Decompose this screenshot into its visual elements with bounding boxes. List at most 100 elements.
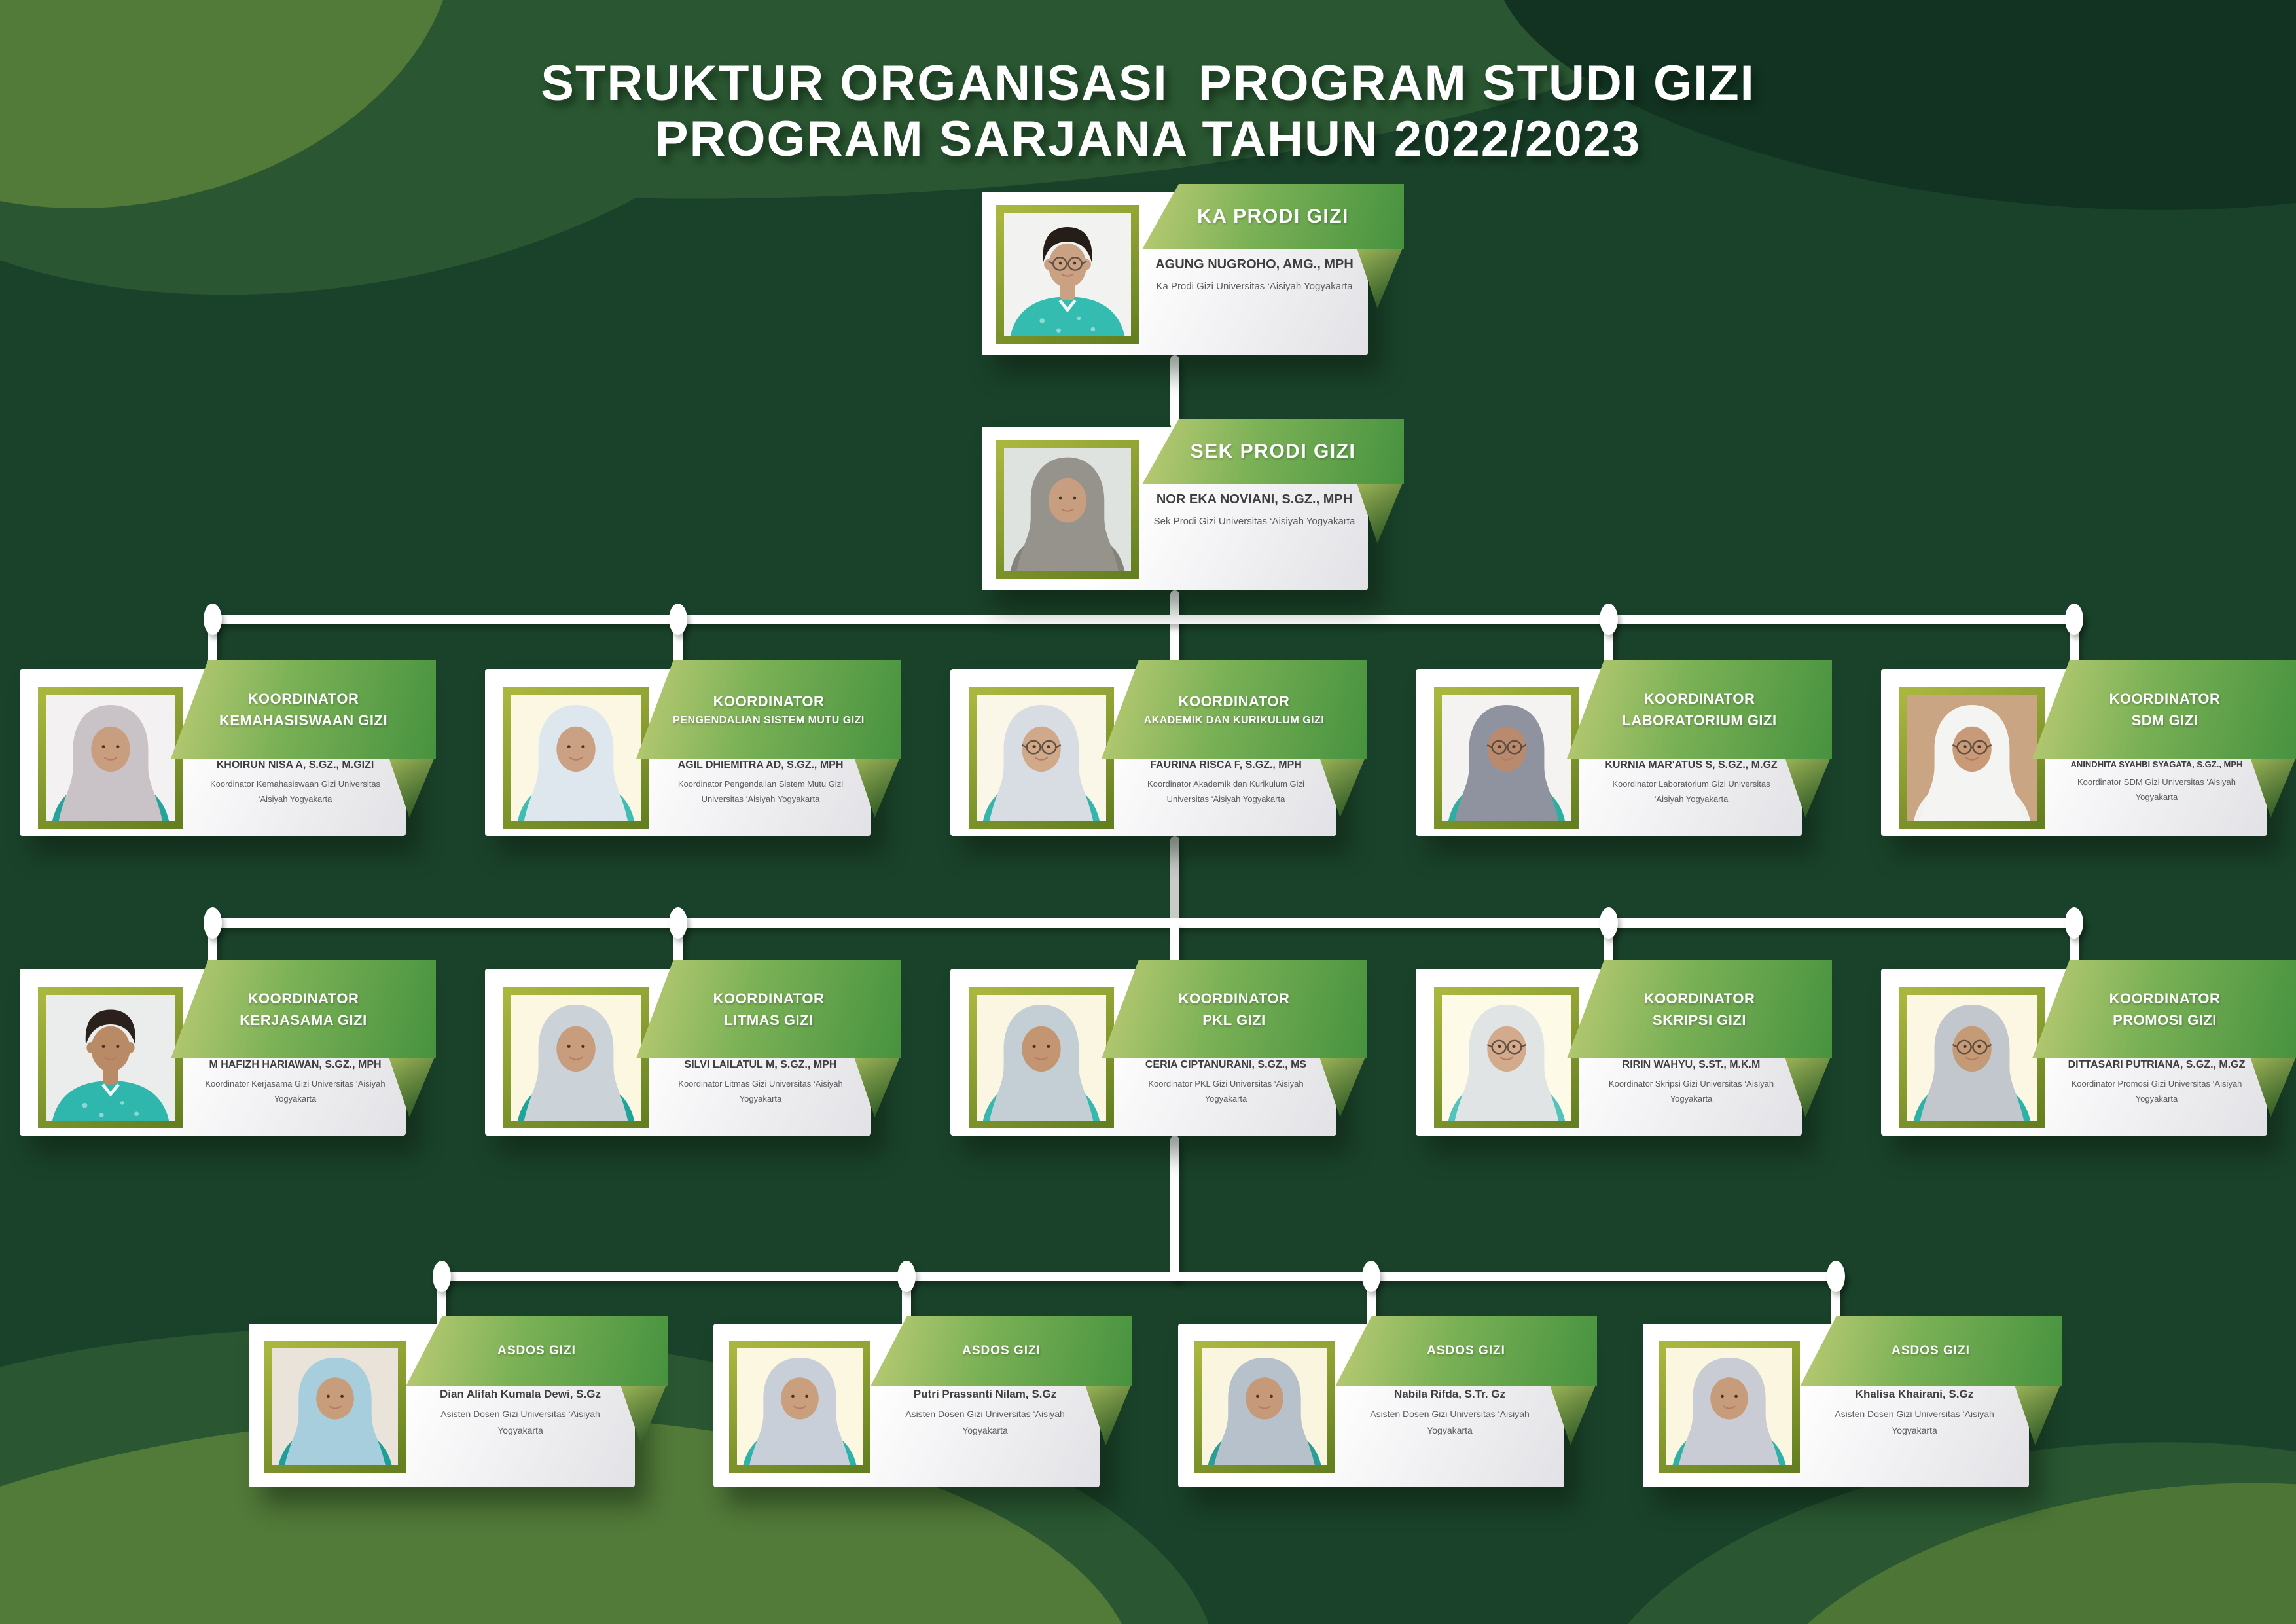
person-info: M HAFIZH HARIAWAN, S.GZ., MPH Koordinato… <box>191 969 399 1136</box>
role-banner-line1: ASDOS GIZI <box>1427 1344 1505 1358</box>
person-info: CERIA CIPTANURANI, S.GZ., MS Koordinator… <box>1122 969 1330 1136</box>
person-info: SILVI LAILATUL M, S.GZ., MPH Koordinator… <box>656 969 865 1136</box>
role-banner-line1: KOORDINATOR <box>1178 693 1290 710</box>
role-banner-line1: KOORDINATOR <box>1643 690 1755 707</box>
person-photo <box>38 687 183 829</box>
person-portrait-icon <box>977 695 1106 821</box>
person-portrait-icon <box>977 995 1106 1121</box>
card-ka-prodi: KA PRODI GIZI AGUNG NUGROHO, AMG., MPH K… <box>982 184 1404 355</box>
role-banner-line1: KOORDINATOR <box>2109 990 2221 1007</box>
role-banner-line2: KERJASAMA GIZI <box>240 1011 367 1028</box>
person-name: KURNIA MAR'ATUS S, S.GZ., M.GZ <box>1605 759 1778 770</box>
person-portrait-icon <box>511 995 641 1121</box>
person-name: NOR EKA NOVIANI, S.GZ., MPH <box>1156 492 1353 507</box>
role-banner-line2: SDM GIZI <box>2131 712 2198 729</box>
banner-fold <box>1357 248 1403 308</box>
person-info: KURNIA MAR'ATUS S, S.GZ., M.GZ Koordinat… <box>1587 669 1795 836</box>
role-banner-line1: KOORDINATOR <box>247 990 359 1007</box>
person-role-description: Koordinator Litmas Gizi Universitas ‘Ais… <box>678 1079 843 1104</box>
connector-dot <box>669 907 687 939</box>
role-banner: KOORDINATOR SDM GIZI <box>2032 660 2296 759</box>
role-banner-line1: SEK PRODI GIZI <box>1190 441 1356 462</box>
person-portrait-icon <box>1202 1348 1327 1465</box>
person-info: Nabila Rifda, S.Tr. Gz Asisten Dosen Giz… <box>1343 1324 1556 1487</box>
person-photo <box>264 1341 406 1473</box>
person-name: ANINDHITA SYAHBI SYAGATA, S.GZ., MPH <box>2070 759 2243 769</box>
connector-line <box>433 1272 1845 1281</box>
role-banner: SEK PRODI GIZI <box>1142 419 1404 484</box>
card-asdos-4: ASDOS GIZI Khalisa Khairani, S.Gz Asiste… <box>1643 1316 2062 1487</box>
role-banner-line2: PENGENDALIAN SISTEM MUTU GIZI <box>673 714 865 726</box>
person-role-description: Koordinator Pengendalian Sistem Mutu Giz… <box>677 779 844 804</box>
card-pkl: KOORDINATOR PKL GIZI CERIA CIPTANURANI, … <box>950 960 1367 1136</box>
person-portrait-icon <box>1442 995 1571 1121</box>
role-banner-line1: KA PRODI GIZI <box>1197 206 1349 227</box>
card-asdos-3: ASDOS GIZI Nabila Rifda, S.Tr. Gz Asiste… <box>1178 1316 1597 1487</box>
person-portrait-icon <box>1907 695 2037 821</box>
person-portrait-icon <box>1004 213 1131 336</box>
person-portrait-icon <box>46 695 175 821</box>
person-photo <box>1194 1341 1335 1473</box>
person-info: AGUNG NUGROHO, AMG., MPH Ka Prodi Gizi U… <box>1149 192 1360 355</box>
person-portrait-icon <box>1666 1348 1792 1465</box>
person-photo <box>38 987 183 1128</box>
person-portrait-icon <box>1004 448 1131 571</box>
card-akademik: KOORDINATOR AKADEMIK DAN KURIKULUM GIZI … <box>950 660 1367 836</box>
person-photo <box>729 1341 870 1473</box>
card-promosi: KOORDINATOR PROMOSI GIZI DITTASARI PUTRI… <box>1881 960 2296 1136</box>
role-banner: KOORDINATOR SKRIPSI GIZI <box>1567 960 1832 1058</box>
person-role-description: Koordinator SDM Gizi Universitas ‘Aisiya… <box>2077 777 2236 803</box>
person-name: RIRIN WAHYU, S.ST., M.K.M <box>1622 1059 1761 1070</box>
role-banner-line2: LITMAS GIZI <box>724 1011 814 1028</box>
person-name: DITTASARI PUTRIANA, S.GZ., M.GZ <box>2068 1059 2246 1070</box>
person-photo <box>1434 687 1579 829</box>
role-banner-line2: KEMAHASISWAAN GIZI <box>219 712 388 729</box>
connector-line <box>1170 836 1179 923</box>
role-banner-line1: KOORDINATOR <box>1178 990 1290 1007</box>
person-name: SILVI LAILATUL M, S.GZ., MPH <box>684 1059 837 1070</box>
person-info: Khalisa Khairani, S.Gz Asisten Dosen Giz… <box>1808 1324 2021 1487</box>
person-role-description: Asisten Dosen Gizi Universitas ‘Aisiyah … <box>905 1409 1065 1436</box>
person-name: FAURINA RISCA F, S.GZ., MPH <box>1150 759 1302 770</box>
connector-dot <box>1362 1261 1380 1292</box>
person-info: ANINDHITA SYAHBI SYAGATA, S.GZ., MPH Koo… <box>2053 669 2261 836</box>
person-photo <box>1434 987 1579 1128</box>
connector-line <box>1170 355 1179 429</box>
person-role-description: Koordinator Kemahasiswaan Gizi Universit… <box>209 779 381 804</box>
connector-dot <box>2065 604 2083 635</box>
person-photo <box>996 440 1139 579</box>
role-banner-line1: KOORDINATOR <box>2109 690 2221 707</box>
connector-line <box>1170 590 1179 674</box>
person-info: Dian Alifah Kumala Dewi, S.Gz Asisten Do… <box>414 1324 627 1487</box>
role-banner: KOORDINATOR KERJASAMA GIZI <box>171 960 436 1058</box>
person-info: AGIL DHIEMITRA AD, S.GZ., MPH Koordinato… <box>656 669 865 836</box>
card-sek-prodi: SEK PRODI GIZI NOR EKA NOVIANI, S.GZ., M… <box>982 419 1404 590</box>
role-banner-line1: ASDOS GIZI <box>1892 1344 1970 1358</box>
person-photo <box>1899 987 2045 1128</box>
role-banner: KOORDINATOR AKADEMIK DAN KURIKULUM GIZI <box>1102 660 1367 759</box>
person-portrait-icon <box>511 695 641 821</box>
card-skripsi: KOORDINATOR SKRIPSI GIZI RIRIN WAHYU, S.… <box>1416 960 1832 1136</box>
role-banner-line1: ASDOS GIZI <box>962 1344 1041 1358</box>
role-banner: KOORDINATOR PROMOSI GIZI <box>2032 960 2296 1058</box>
role-banner-line1: KOORDINATOR <box>1643 990 1755 1007</box>
banner-fold <box>2015 1385 2060 1445</box>
role-banner-line2: SKRIPSI GIZI <box>1653 1011 1746 1028</box>
role-banner-line2: PROMOSI GIZI <box>2113 1011 2217 1028</box>
connector-line <box>204 615 2083 624</box>
person-name: AGUNG NUGROHO, AMG., MPH <box>1155 257 1354 272</box>
connector-dot <box>1827 1261 1845 1292</box>
card-litmas: KOORDINATOR LITMAS GIZI SILVI LAILATUL M… <box>485 960 901 1136</box>
person-name: KHOIRUN NISA A, S.GZ., M.GIZI <box>216 759 374 770</box>
person-role-description: Asisten Dosen Gizi Universitas ‘Aisiyah … <box>1370 1409 1530 1436</box>
role-banner: ASDOS GIZI <box>406 1316 668 1386</box>
role-banner: ASDOS GIZI <box>1335 1316 1597 1386</box>
card-kerjasama: KOORDINATOR KERJASAMA GIZI M HAFIZH HARI… <box>20 960 436 1136</box>
card-sdm: KOORDINATOR SDM GIZI ANINDHITA SYAHBI SY… <box>1881 660 2296 836</box>
card-laboratorium: KOORDINATOR LABORATORIUM GIZI KURNIA MAR… <box>1416 660 1832 836</box>
person-photo <box>1659 1341 1800 1473</box>
person-portrait-icon <box>1442 695 1571 821</box>
person-role-description: Koordinator Laboratorium Gizi Universita… <box>1612 779 1770 804</box>
